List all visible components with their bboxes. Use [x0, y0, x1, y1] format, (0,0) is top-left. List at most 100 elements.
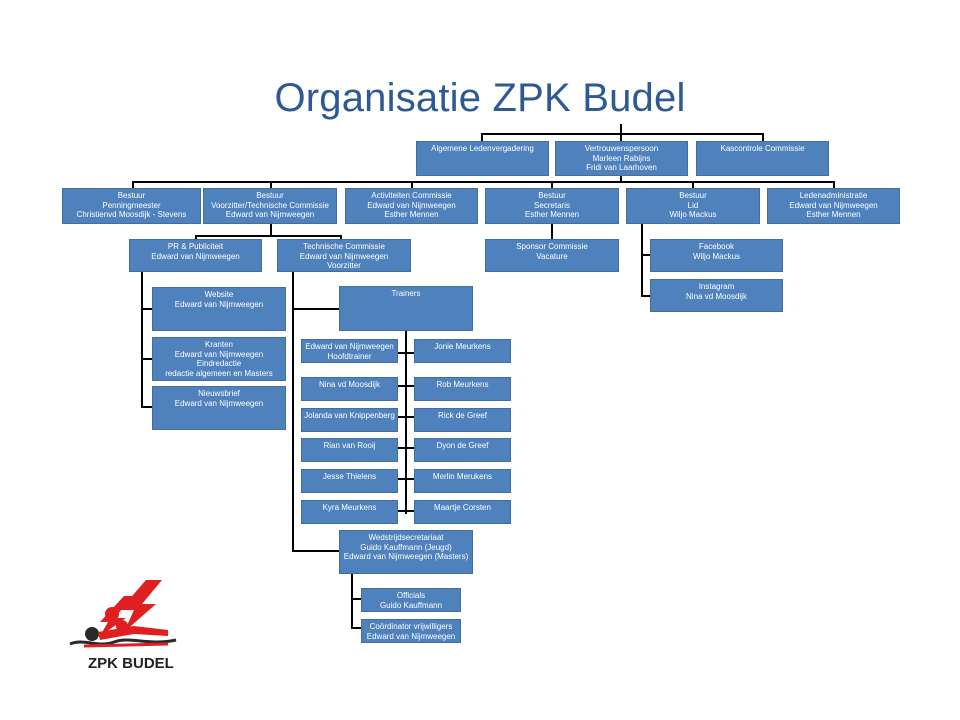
- box-text-line: Nina vd Moosdijk: [686, 291, 747, 301]
- box-text-line: Lid: [687, 200, 699, 210]
- box-trainer-jesse: Jesse Thielens: [301, 469, 398, 493]
- box-trainer-rick: Rick de Greef: [414, 408, 511, 432]
- box-text-line: Bestuur: [679, 191, 707, 200]
- box-trainer-kyra: Kyra Meurkens: [301, 500, 398, 524]
- box-text-line: Jesse Thielens: [322, 472, 377, 481]
- box-text-line: Voorzitter/Technische Commissie: [211, 200, 329, 210]
- box-text-line: Edward van Nijmweegen: [174, 398, 264, 408]
- box-text-line: Merlin Merukens: [432, 472, 493, 481]
- box-text-line: Ledenadministratie: [799, 191, 868, 200]
- box-text-line: Jonie Meurkens: [434, 342, 491, 351]
- box-text-line: Rian van Rooij: [323, 441, 376, 450]
- box-text-line: Instagram: [698, 282, 735, 291]
- box-text-line: Vertrouwenspersoon: [584, 144, 659, 153]
- box-trainer-jolanda: Jolanda van Knippenberg: [301, 408, 398, 432]
- box-text-line: Sponsor Commissie: [516, 242, 588, 251]
- box-trainer-jonie: Jonie Meurkens: [414, 339, 511, 363]
- box-text-line: Algemene Ledenvergadering: [431, 144, 534, 153]
- box-text-line: Facebook: [698, 242, 735, 251]
- box-text-line: Edward van Nijmweegen: [367, 200, 456, 210]
- box-text-line: Penningmeester: [102, 200, 161, 210]
- swimmer-logo-graphic: ZPK BUDEL: [69, 580, 177, 672]
- box-text-line: Kascontrole Commissie: [720, 144, 805, 153]
- box-algemene-ledenvergadering: Algemene Ledenvergadering: [416, 141, 549, 176]
- box-text-line: Wedstrijdsecretariaat: [368, 533, 444, 542]
- box-text-line: Edward van Nijmweegen: [151, 251, 240, 261]
- box-text-line: Bestuur: [538, 191, 566, 200]
- box-text-line: Edward van Nijmweegen: [789, 200, 878, 210]
- box-trainer-nina: Nina vd Moosdijk: [301, 377, 398, 401]
- box-text-line: Edward van Nijmweegen: [299, 251, 389, 261]
- box-text-line: Edward van Nijmweegen: [225, 210, 315, 220]
- box-trainers: Trainers: [339, 286, 473, 331]
- box-text-line: redactie algemeen en Masters: [165, 368, 273, 378]
- box-text-line: Maartje Corsten: [434, 503, 491, 512]
- box-trainer-merlin: Merlin Merukens: [414, 469, 511, 493]
- page-title: Organisatie ZPK Budel: [274, 76, 686, 120]
- logo-text: ZPK BUDEL: [88, 655, 174, 672]
- box-text-line: Trainers: [391, 289, 421, 298]
- box-text-line: Edward van Nijmweegen: [174, 349, 264, 359]
- box-text-line: Hoofdtrainer: [327, 351, 372, 361]
- box-text-line: Kranten: [204, 340, 234, 349]
- box-text-line: Esther Mennen: [806, 210, 861, 220]
- box-text-line: Bestuur: [117, 191, 146, 200]
- box-text-line: Jolanda van Knippenberg: [304, 411, 395, 420]
- box-text-line: Voorzitter: [327, 261, 361, 271]
- box-trainer-rob: Rob Meurkens: [414, 377, 511, 401]
- box-text-line: Wiljo Mackus: [692, 251, 741, 261]
- box-text-line: Nieuwsbrief: [198, 389, 240, 398]
- box-trainer-maartje: Maartje Corsten: [414, 500, 511, 524]
- box-text-line: Coördinator vrijwilligers: [369, 622, 453, 631]
- box-text-line: Bestuur: [256, 191, 284, 200]
- box-text-line: Website: [204, 290, 234, 299]
- box-text-line: Fridi van Laarhoven: [586, 163, 657, 173]
- box-text-line: Edward van Nijmweegen (Masters): [343, 552, 469, 562]
- box-text-line: Guido Kauffmann: [379, 600, 443, 610]
- box-text-line: Esther Mennen: [384, 210, 439, 220]
- box-text-line: Nina vd Moosdijk: [319, 380, 380, 389]
- box-text-line: Esther Mennen: [524, 210, 580, 220]
- box-text-line: Vacature: [536, 251, 568, 261]
- box-text-line: Activiteiten Commissie: [371, 191, 452, 200]
- box-trainer-rian: Rian van Rooij: [301, 438, 398, 462]
- box-text-line: Edward van Nijmweegen: [366, 631, 456, 641]
- box-text-line: Secretaris: [533, 200, 570, 210]
- box-text-line: Edward van Nijmweegen: [305, 342, 394, 351]
- box-text-line: Wiljo Mackus: [669, 210, 717, 220]
- zpk-budel-logo: ZPK BUDEL: [64, 574, 184, 674]
- box-text-line: Technische Commissie: [303, 242, 385, 251]
- box-text-line: PR & Publiciteit: [167, 242, 224, 251]
- box-text-line: Rick de Greef: [438, 411, 487, 420]
- box-text-line: Edward van Nijmweegen: [174, 299, 264, 309]
- box-text-line: Rob Meurkens: [436, 380, 489, 389]
- box-text-line: Marleen Rabijns: [592, 153, 651, 163]
- box-text-line: Guido Kauffmann (Jeugd): [360, 542, 452, 552]
- box-text-line: Dyon de Greef: [436, 441, 489, 450]
- box-text-line: Officials: [396, 591, 426, 600]
- box-text-line: Christienvd Moosdijk - Stevens: [76, 210, 187, 220]
- box-kascontrole-commissie: Kascontrole Commissie: [696, 141, 829, 176]
- box-text-line: Eindredactie: [196, 359, 242, 369]
- box-trainer-dyon: Dyon de Greef: [414, 438, 511, 462]
- box-text-line: Kyra Meurkens: [322, 503, 377, 512]
